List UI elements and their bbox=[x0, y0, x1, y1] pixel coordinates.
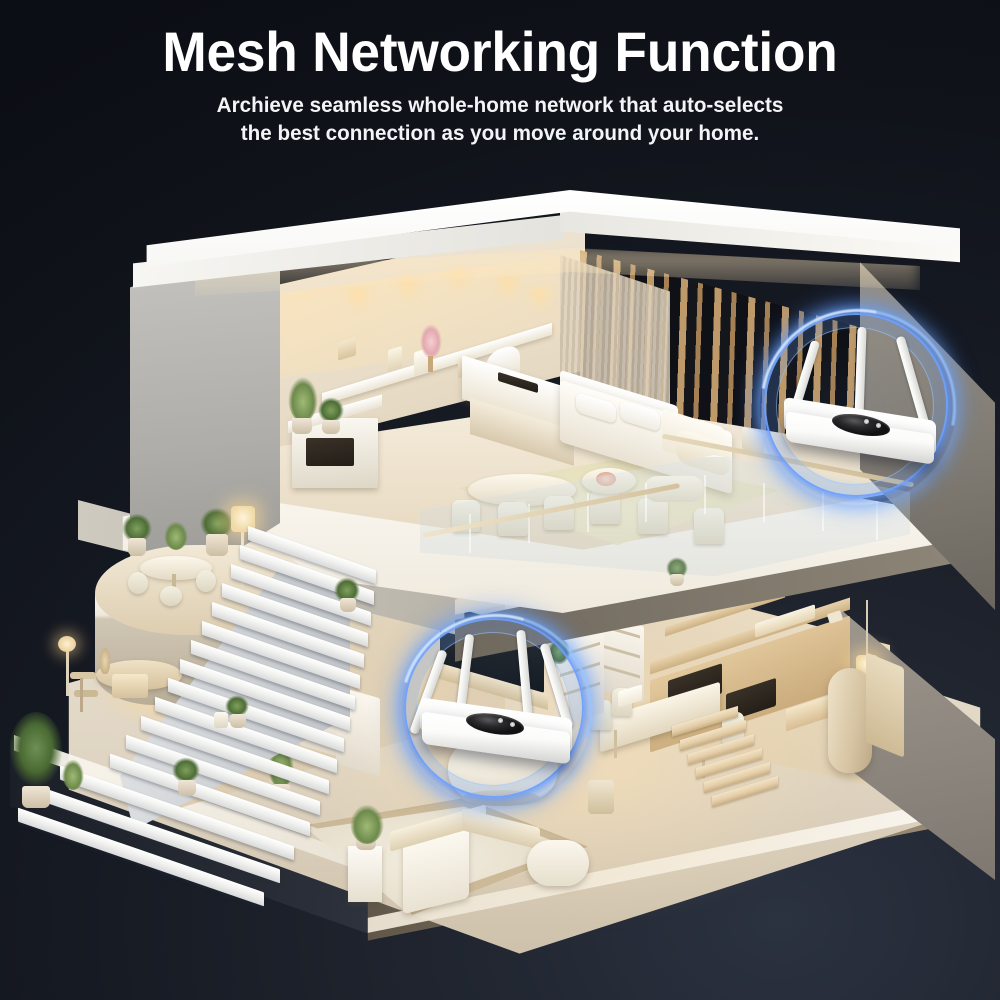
shelf-decor-2 bbox=[388, 345, 402, 373]
terrace-stool-2 bbox=[196, 570, 216, 592]
upper-plant-2 bbox=[318, 396, 344, 422]
terrace-stool-1 bbox=[128, 572, 148, 594]
page-title: Mesh Networking Function bbox=[162, 20, 838, 83]
router-upper-led-2 bbox=[876, 423, 881, 428]
router-lower-led-1 bbox=[498, 718, 503, 723]
stair-plant-pot-top bbox=[340, 598, 356, 612]
upper-plant-pot-1 bbox=[292, 418, 312, 434]
terrace-grass bbox=[164, 518, 188, 550]
downlight-2 bbox=[388, 277, 428, 335]
upper-edge-plant bbox=[666, 556, 688, 578]
rail-post-7 bbox=[821, 492, 824, 532]
rail-post-1 bbox=[469, 514, 471, 554]
pink-flower-decor bbox=[420, 322, 442, 358]
garden-lamp-head bbox=[58, 636, 76, 652]
nook-stand-pole bbox=[80, 678, 83, 712]
terrace-plant-pot-1 bbox=[128, 538, 146, 556]
garden-lamp-pole bbox=[66, 648, 69, 696]
subtitle-line-2: the best connection as you move around y… bbox=[240, 121, 760, 146]
rail-post-4 bbox=[645, 483, 648, 522]
rail-post-8 bbox=[875, 501, 878, 541]
stair-plant-top bbox=[334, 576, 360, 602]
garden-grass bbox=[62, 756, 84, 790]
rail-post-3 bbox=[586, 493, 589, 533]
terrace-plant-1 bbox=[122, 512, 152, 542]
nook-shelf-1 bbox=[70, 672, 96, 679]
plant-pedestal-lower bbox=[348, 846, 382, 902]
upper-edge-plant-pot bbox=[670, 574, 684, 586]
stair-plant-low bbox=[172, 756, 200, 782]
flower-vase-stem bbox=[428, 356, 433, 372]
upper-chair-5 bbox=[694, 508, 724, 544]
ottoman-lower bbox=[527, 840, 589, 886]
rail-post-5 bbox=[704, 475, 707, 515]
nook-vase bbox=[100, 648, 110, 674]
stair-plant-pot-low bbox=[178, 780, 196, 796]
upper-chair-4 bbox=[638, 498, 668, 534]
header: Mesh Networking Function Archieve seamle… bbox=[0, 0, 1000, 148]
subtitle-line-1: Archieve seamless whole-home network tha… bbox=[216, 93, 784, 118]
dining-table-leg-1 bbox=[614, 730, 617, 758]
decor-column bbox=[828, 668, 872, 773]
table-fruit-bowl bbox=[596, 472, 616, 486]
pendant-cord bbox=[866, 600, 868, 658]
signal-ring-upper-inner bbox=[776, 327, 934, 485]
router-upper[interactable] bbox=[721, 270, 995, 544]
stair-plant-pot-mid bbox=[230, 714, 246, 728]
rail-post-6 bbox=[763, 483, 765, 522]
stair-decor-object bbox=[214, 712, 228, 728]
garden-tree bbox=[8, 712, 64, 798]
stair-plant-mid bbox=[225, 694, 249, 716]
rail-post-2 bbox=[527, 503, 530, 543]
upper-plant-pot-2 bbox=[322, 420, 340, 434]
counter-bar bbox=[866, 652, 904, 758]
grass-plant-pedestal bbox=[350, 800, 384, 844]
nook-chair bbox=[112, 674, 148, 698]
nook-shelf-2 bbox=[74, 690, 98, 697]
upper-grass-plant-1 bbox=[288, 372, 318, 422]
router-upper-led-1 bbox=[864, 419, 869, 424]
terrace-plant-pot-2 bbox=[206, 534, 228, 556]
garden-tree-pot bbox=[22, 786, 50, 808]
terrace-plant-2 bbox=[200, 506, 234, 538]
decor-block-lower bbox=[588, 780, 614, 814]
terrace-table-leg bbox=[172, 574, 176, 596]
downlight-1 bbox=[338, 288, 378, 346]
page-subtitle: Archieve seamless whole-home network tha… bbox=[164, 92, 836, 148]
router-lower-led-2 bbox=[510, 722, 515, 727]
router-lower[interactable] bbox=[366, 580, 626, 840]
fireplace-opening bbox=[306, 438, 354, 466]
terrace-stool-3 bbox=[160, 586, 182, 606]
